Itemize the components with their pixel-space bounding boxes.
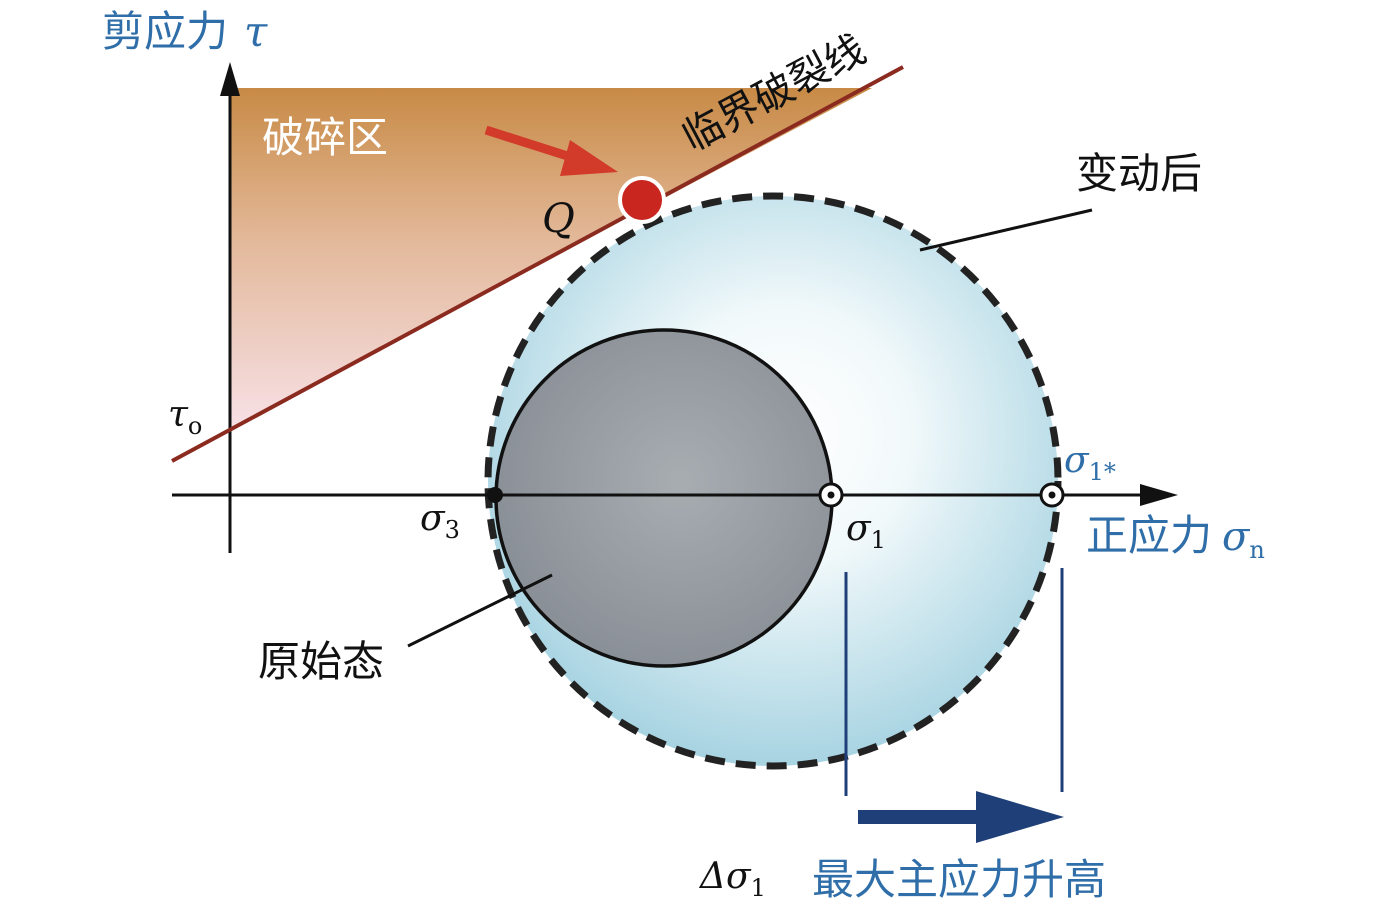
- x-axis-symbol: σn: [1222, 514, 1265, 564]
- sigma1-label: σ1: [846, 508, 886, 554]
- increase-arrow-shaft: [858, 810, 982, 824]
- sigma1star-label: σ1*: [1064, 440, 1116, 486]
- y-axis-symbol: τ: [244, 7, 268, 56]
- sigma1-point: [818, 482, 844, 508]
- after-change-label: 变动后: [1076, 149, 1202, 198]
- tangent-point-q: [618, 176, 666, 224]
- pointer-arrow-icon: [560, 140, 618, 176]
- pointer-arrow-shaft: [484, 125, 582, 165]
- crush-zone-label: 破碎区: [262, 113, 388, 162]
- critical-failure-line: [171, 65, 904, 463]
- increase-arrow-icon: [976, 791, 1064, 843]
- sigma3-label: σ3: [420, 498, 460, 544]
- sigma1star-point: [1039, 482, 1065, 508]
- max-stress-increase-label: 最大主应力升高: [812, 855, 1106, 904]
- y-axis-arrow-icon: [220, 62, 240, 96]
- x-axis-title: 正应力: [1086, 511, 1212, 560]
- delta-sigma-label: Δσ1: [698, 856, 766, 902]
- after-change-leader: [919, 208, 1093, 252]
- y-axis-title: 剪应力: [102, 7, 228, 56]
- original-state-label: 原始态: [258, 637, 384, 686]
- x-axis-arrow-icon: [1140, 484, 1178, 506]
- point-q-label: Q: [542, 196, 575, 242]
- tau0-label: τo: [168, 394, 202, 440]
- original-circle: [494, 328, 834, 668]
- original-state-leader: [407, 573, 553, 648]
- sigma3-point: [487, 487, 503, 503]
